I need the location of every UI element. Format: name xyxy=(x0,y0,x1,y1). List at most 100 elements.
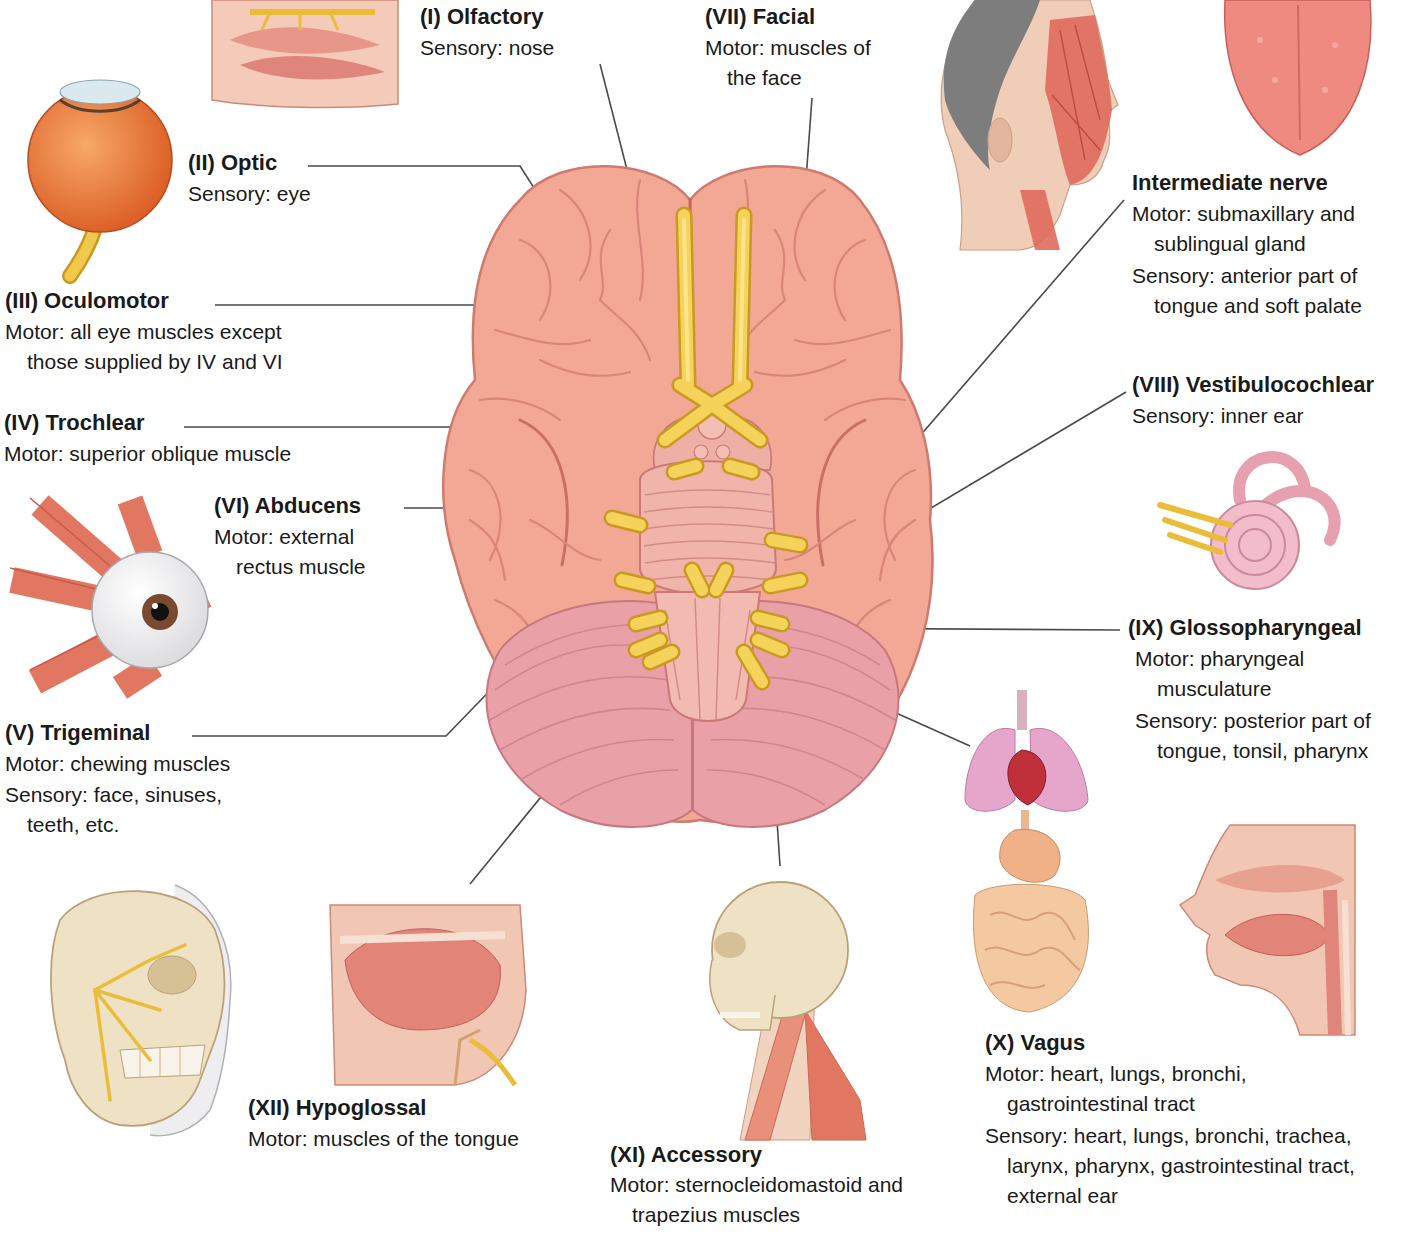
inner-ear-figure xyxy=(1160,505,1230,552)
nerve-function: Motor: external rectus muscle xyxy=(214,522,404,582)
brain-inferior-view xyxy=(487,601,693,827)
brain-inferior-view xyxy=(644,541,774,546)
brain-inferior-view xyxy=(645,490,770,495)
head-muscles-figure xyxy=(1045,15,1112,185)
brain-inferior-view xyxy=(560,190,590,280)
eye-muscles-figure xyxy=(12,580,105,600)
brain-inferior-view xyxy=(612,215,800,682)
brain-inferior-view xyxy=(490,625,678,806)
brain-inferior-view xyxy=(612,215,800,682)
skull-face-figure xyxy=(95,960,150,990)
nerve-name: (VIII) Vestibulocochlear xyxy=(1132,370,1374,400)
brain-inferior-view xyxy=(645,558,775,563)
tongue-figure xyxy=(1257,37,1263,43)
brain-inferior-view xyxy=(622,580,648,586)
brain-inferior-view xyxy=(636,618,660,624)
skull-face-figure xyxy=(51,885,231,1136)
brain-inferior-view xyxy=(674,466,696,472)
brain-inferior-view xyxy=(540,360,630,376)
brain-inferior-view xyxy=(770,580,800,586)
tongue-section-figure xyxy=(455,1030,480,1085)
viscera-figure xyxy=(973,884,1088,1012)
nerve-function: Sensory: posterior part of tongue, tonsi… xyxy=(1135,706,1400,766)
eye-muscles-figure xyxy=(142,594,178,630)
eye-muscles-figure xyxy=(30,498,110,566)
brain-inferior-view xyxy=(490,677,668,720)
tongue-section-figure xyxy=(345,929,500,1030)
tongue-figure xyxy=(1225,0,1371,155)
viscera-figure xyxy=(965,690,1088,1012)
tongue-section-figure xyxy=(340,935,505,940)
nerve-function: Motor: superior oblique muscle xyxy=(4,439,334,469)
nerve-name: (VI) Abducens xyxy=(214,491,361,521)
nerve-name: Intermediate nerve xyxy=(1132,168,1328,198)
eye-muscles-figure xyxy=(10,498,208,688)
brain-inferior-view xyxy=(694,445,708,459)
brain-inferior-view xyxy=(637,180,643,300)
brain-inferior-view xyxy=(712,405,760,440)
tongue-figure xyxy=(1257,37,1338,93)
skull-face-figure xyxy=(120,1045,205,1078)
viscera-figure xyxy=(1008,750,1046,805)
nerve-function: Motor: submaxillary and sublingual gland xyxy=(1132,199,1400,259)
brain-inferior-view xyxy=(495,330,590,344)
head-muscles-figure xyxy=(1020,190,1060,250)
brain-inferior-view xyxy=(600,300,650,360)
brain-inferior-view xyxy=(674,466,696,472)
skull-face-figure xyxy=(148,956,196,994)
brain-inferior-view xyxy=(758,618,782,624)
eye-muscles-figure xyxy=(92,552,208,668)
brain-inferior-view xyxy=(692,570,702,590)
nerve-name: (X) Vagus xyxy=(985,1028,1085,1058)
brain-inferior-view xyxy=(740,215,744,385)
head-section-figure xyxy=(1215,865,1345,892)
brain-inferior-view xyxy=(740,215,744,385)
brain-inferior-view xyxy=(650,576,770,580)
nerve-name: (I) Olfactory xyxy=(420,2,543,32)
brain-inferior-view xyxy=(692,570,702,590)
skull-face-figure xyxy=(95,990,110,1100)
head-muscles-figure xyxy=(941,0,1118,250)
nerve-function: Sensory: anterior part of tongue and sof… xyxy=(1132,261,1400,321)
brain-inferior-view xyxy=(530,520,600,560)
nerve-function: Sensory: inner ear xyxy=(1132,401,1400,431)
brain-inferior-view xyxy=(684,220,744,380)
skull-face-figure xyxy=(95,945,185,1100)
tongue-figure xyxy=(1272,77,1278,83)
eye-muscles-figure xyxy=(10,498,110,670)
brain-inferior-view xyxy=(684,215,688,385)
brain-inferior-view xyxy=(740,220,744,380)
head-muscles-figure xyxy=(1052,25,1100,160)
brain-inferior-view xyxy=(622,580,648,586)
brain-inferior-view xyxy=(644,507,772,512)
brain-inferior-view xyxy=(716,598,720,720)
brain-inferior-view xyxy=(730,466,752,472)
viscera-figure xyxy=(1000,829,1060,882)
eye-muscles-figure xyxy=(10,568,100,590)
tongue-section-figure xyxy=(470,1040,515,1085)
tongue-figure xyxy=(1332,42,1338,48)
skull-neck-figure xyxy=(710,960,775,1030)
nerve-name: (II) Optic xyxy=(188,148,277,178)
nasal-cavity-figure xyxy=(230,27,380,53)
viscera-figure xyxy=(1017,690,1027,730)
inner-ear-figure xyxy=(1239,529,1271,561)
head-muscles-figure xyxy=(988,118,1012,162)
nasal-cavity-figure xyxy=(240,56,385,79)
brain-inferior-view xyxy=(712,405,760,440)
brain-inferior-view xyxy=(612,215,800,682)
nerve-function: Sensory: nose xyxy=(420,33,620,63)
nerve-name: (IV) Trochlear xyxy=(4,408,145,438)
brain-inferior-view xyxy=(730,466,752,472)
tongue-section-figure xyxy=(330,905,526,1085)
viscera-figure xyxy=(1021,810,1029,830)
nerve-function: Motor: chewing muscles xyxy=(5,749,305,779)
brain-inferior-view xyxy=(487,601,693,827)
brain-inferior-view xyxy=(650,652,672,662)
skull-neck-figure xyxy=(805,1010,866,1140)
brain-inferior-view xyxy=(443,166,932,827)
eyeball-figure xyxy=(70,225,96,276)
brain-inferior-view xyxy=(684,215,688,385)
head-muscles-figure xyxy=(944,0,1040,170)
